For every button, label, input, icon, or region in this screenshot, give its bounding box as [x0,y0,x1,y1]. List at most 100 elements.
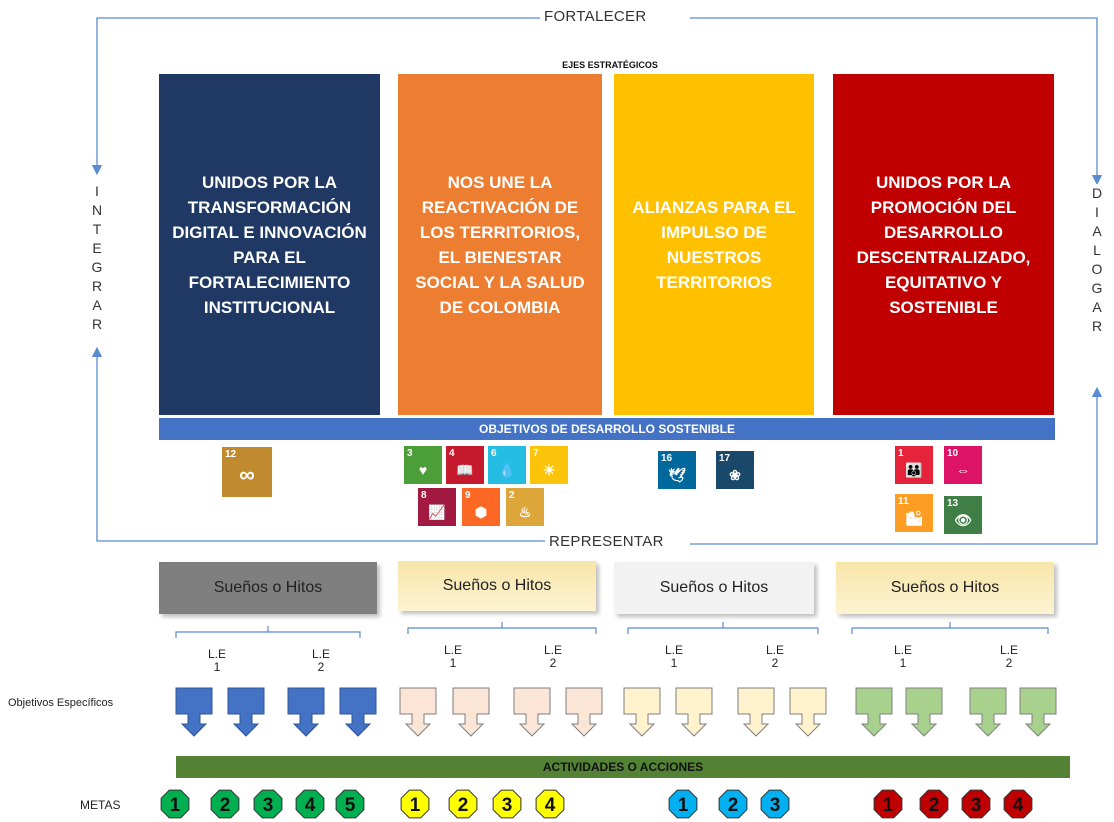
meta-octagon [160,789,190,819]
ods-number: 9 [465,490,471,501]
le-number: 1 [899,656,907,670]
ods-number: 1 [898,448,904,459]
ods-symbol: ⇔ [956,462,970,478]
meta-number: 2 [728,795,739,816]
integrar-letter: G [91,259,103,275]
objetivo-especifico-arrow [623,687,661,737]
meta-octagon [400,789,430,819]
le-number: 1 [213,660,221,674]
ods-symbol: ❀ [729,467,741,483]
ods-number: 7 [533,448,539,459]
objetivo-especifico-arrow [789,687,827,737]
ods-9-icon: 9⬢ [462,488,500,526]
ods-16-icon: 16🕊 [658,451,696,489]
dialogar-letter: D [1091,185,1103,201]
meta-octagon [873,789,903,819]
le-number: 2 [1005,656,1013,670]
dialogar-letter: A [1092,223,1102,239]
meta-octagon [668,789,698,819]
meta-octagon [210,789,240,819]
ods-symbol: ∞ [239,462,255,487]
meta-octagon [492,789,522,819]
meta-number: 2 [220,795,231,816]
dialogar-letter: L [1093,242,1101,258]
ods-12-icon: 12∞ [222,447,272,497]
ods-symbol: ♥ [418,462,428,478]
meta-octagon [1003,789,1033,819]
integrar-letter: E [92,240,102,256]
le-number: 1 [670,656,678,670]
meta-octagon [760,789,790,819]
ods-number: 13 [947,498,959,509]
ods-number: 10 [947,448,959,459]
meta-octagon [295,789,325,819]
ods-symbol: ⬢ [474,504,488,520]
ods-4-icon: 4📖 [446,446,484,484]
ods-symbol: ♨ [518,504,532,520]
le-text: L.E [999,643,1018,657]
ods-7-icon: 7☀ [530,446,568,484]
objetivo-especifico-arrow [452,687,490,737]
dialogar-letter: R [1091,318,1103,334]
meta-number: 3 [971,795,982,816]
meta-octagon [919,789,949,819]
le-text: L.E [207,647,226,661]
ods-symbol: 👁 [954,512,972,528]
objetivo-especifico-arrow [1019,687,1057,737]
eje-reactivacion-territorios: NOS UNE LA REACTIVACIÓN DE LOS TERRITORI… [398,74,602,415]
ods-17-icon: 17 ❀ [716,451,754,489]
metas-label: METAS [80,798,121,812]
ods-8-icon: 8📈 [418,488,456,526]
objetivo-especifico-arrow [175,687,213,737]
eje-desarrollo-descentralizado: UNIDOS POR LA PROMOCIÓN DEL DESARROLLO D… [833,74,1054,415]
dialogar-letter: G [1091,280,1103,296]
objetivo-especifico-arrow [287,687,325,737]
ods-3-icon: 3♥ [404,446,442,484]
meta-number: 4 [545,795,556,816]
integrar-letter: I [95,183,99,199]
ods-symbol: 👪 [905,462,923,478]
integrar-letter: A [92,297,102,313]
flow-label-fortalecer: FORTALECER [540,8,651,25]
objetivo-especifico-arrow [905,687,943,737]
objetivo-especifico-arrow [339,687,377,737]
meta-number: 2 [458,795,469,816]
meta-octagon [718,789,748,819]
le-number: 2 [549,656,557,670]
ods-10-icon: 10 ⇔ [944,446,982,484]
le-brackets [175,622,1049,638]
le-bracket [851,622,1049,634]
objetivo-especifico-arrow [399,687,437,737]
eje-alianzas: ALIANZAS PARA EL IMPULSO DE NUESTROS TER… [614,74,814,415]
representar-right-arrow [690,386,1103,545]
objetivos-especificos-arrows [175,687,1057,737]
ods-number: 4 [449,448,455,459]
dialogar-letter: I [1095,204,1099,220]
le-text: L.E [765,643,784,657]
ods-13-icon: 13 👁 [944,496,982,534]
fortalecer-right-arrow [690,17,1103,186]
actividades-bar: ACTIVIDADES O ACCIONES [176,756,1070,778]
meta-octagon [253,789,283,819]
dialogar-letter: O [1091,261,1103,277]
ods-number: 8 [421,490,427,501]
ods-number: 17 [719,453,731,464]
objetivo-especifico-arrow [855,687,893,737]
ods-11-icon: 11🏙 [895,494,933,532]
integrar-letter: N [91,202,103,218]
le-text: L.E [664,643,683,657]
dialogar-letter: A [1092,299,1102,315]
objetivo-especifico-arrow [969,687,1007,737]
meta-number: 1 [678,795,689,816]
ods-symbol: 📈 [428,504,446,520]
ods-symbol: ☀ [542,462,556,478]
ods-number: 3 [407,448,413,459]
objetivo-especifico-arrow [513,687,551,737]
integrar-letter: T [92,221,102,237]
sueno-hito-2: Sueños o Hitos [398,561,596,611]
meta-octagon [535,789,565,819]
